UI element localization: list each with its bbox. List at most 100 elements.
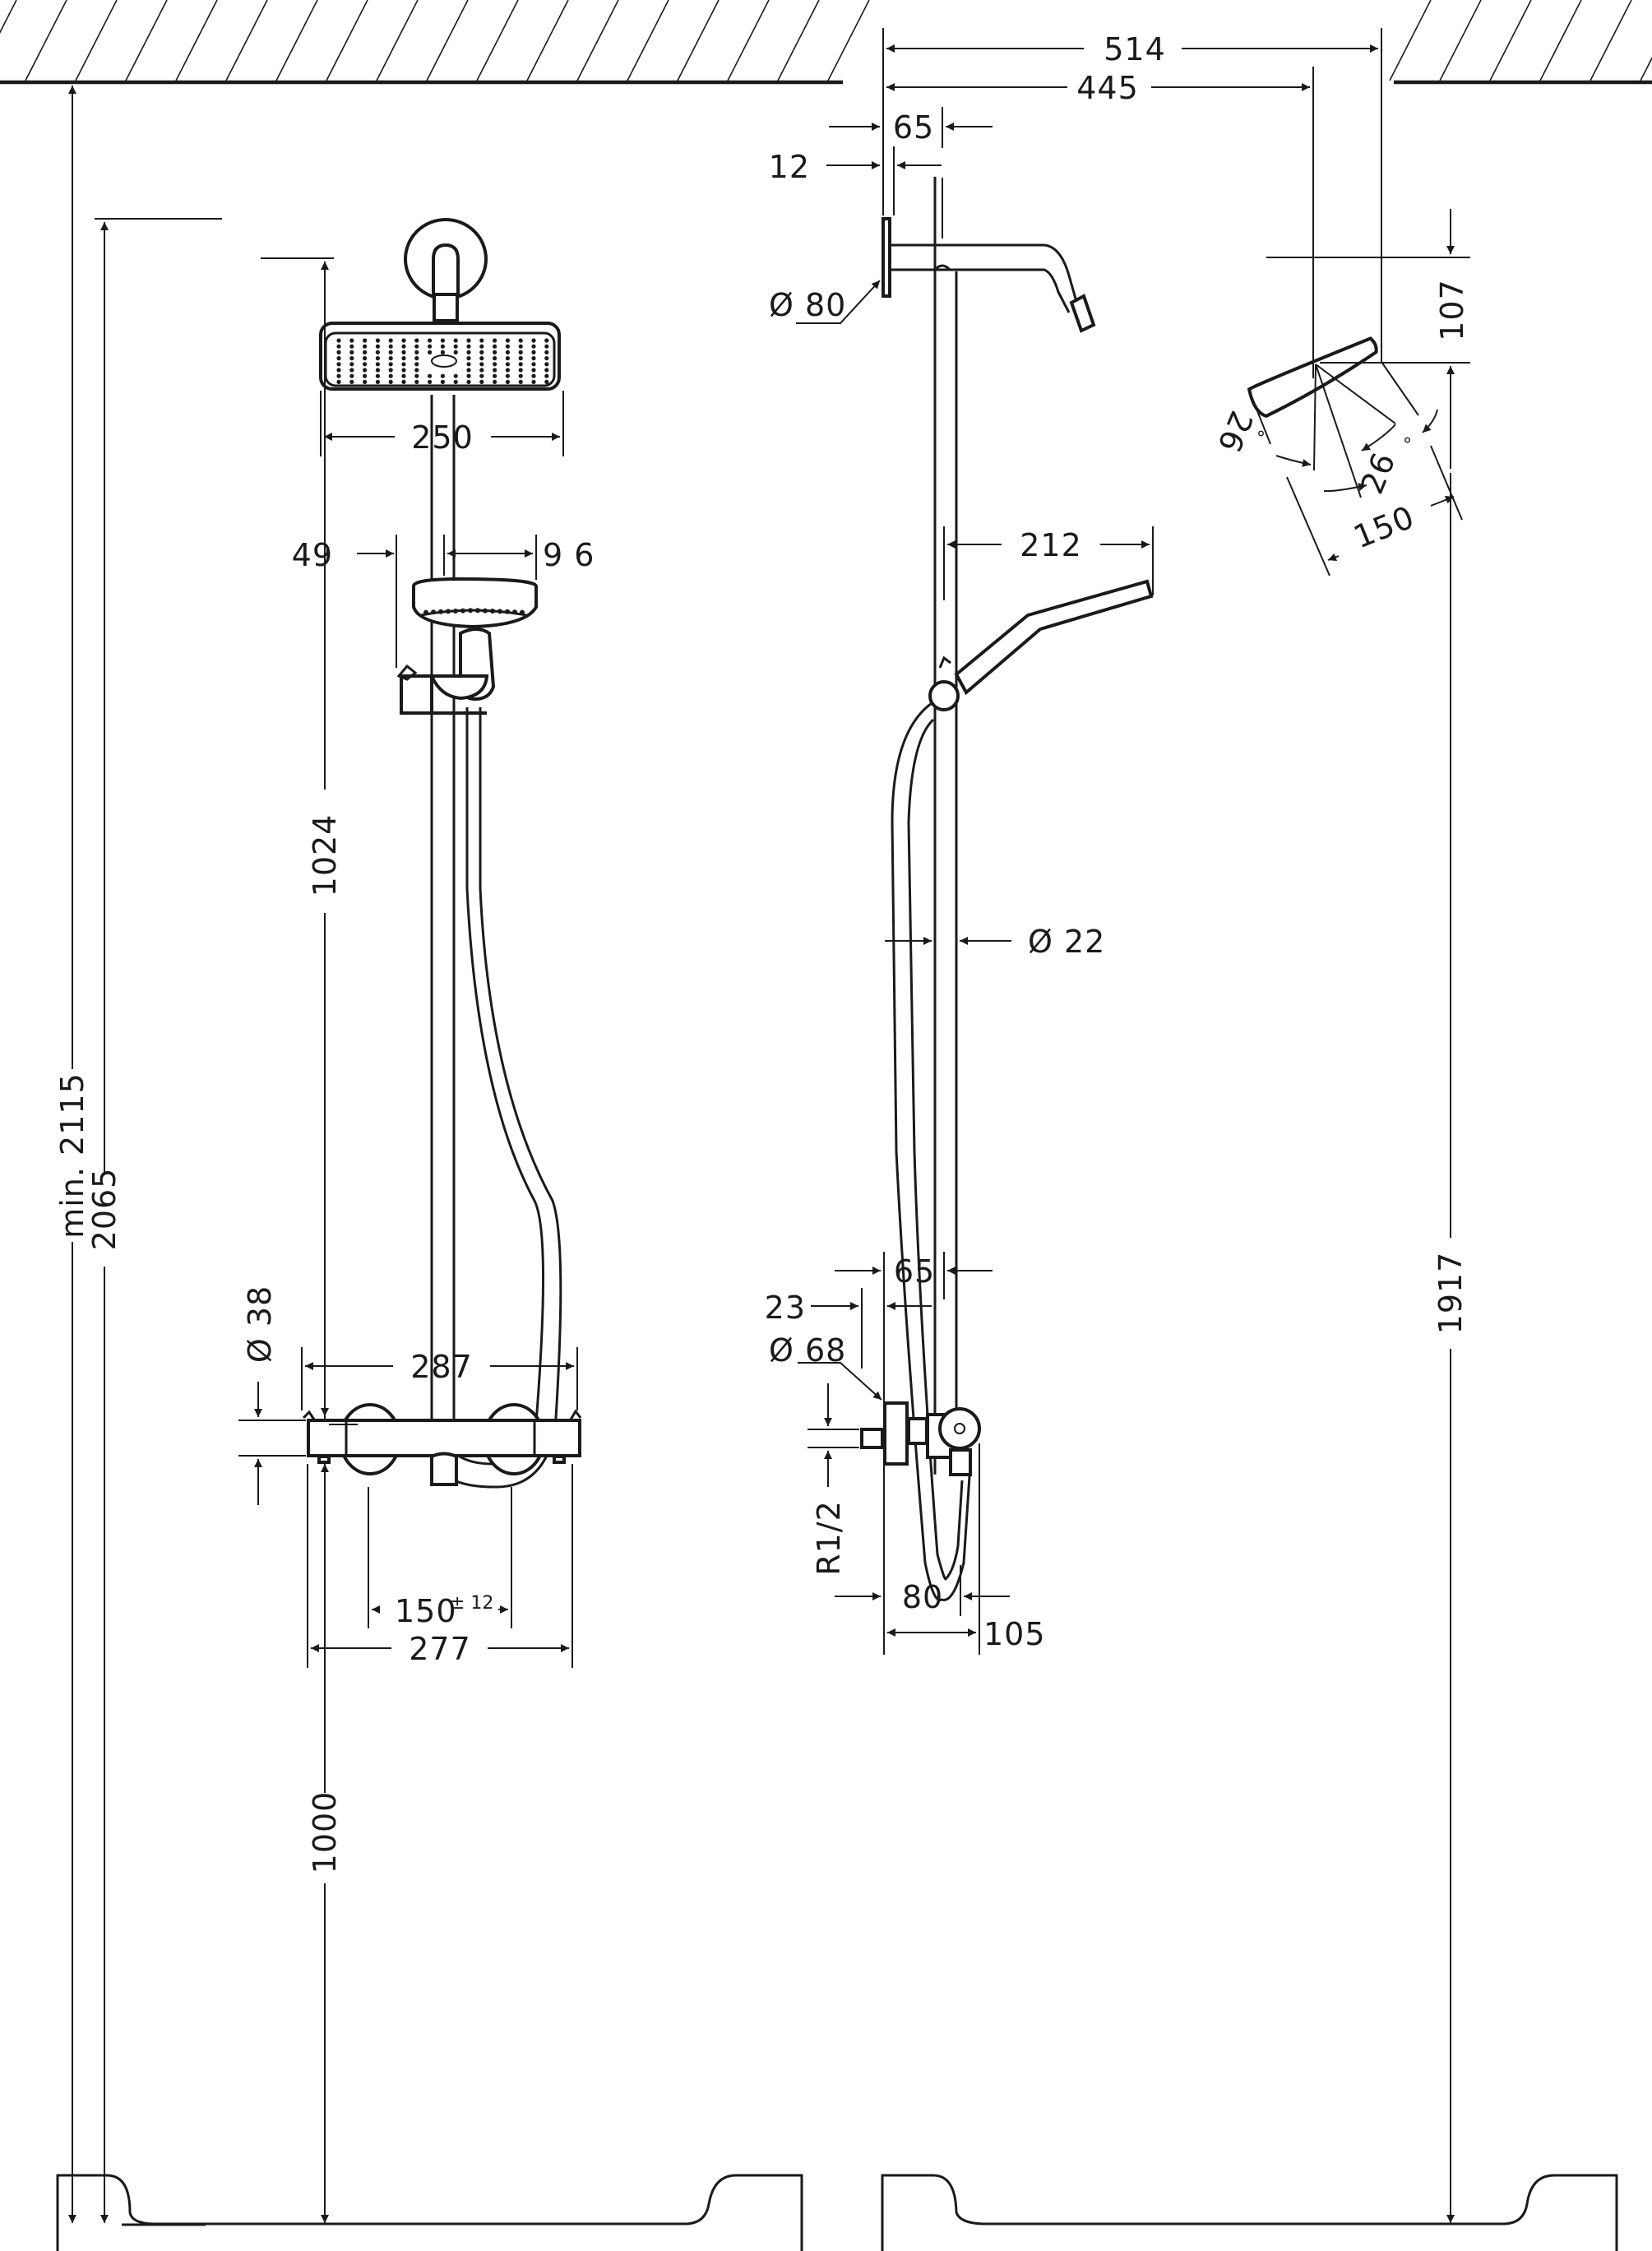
dim-rose-thickness: 12: [769, 149, 810, 185]
nozzle-dot: [401, 356, 406, 361]
hatch-line: [25, 0, 67, 81]
nozzle-dot: [518, 373, 523, 378]
dim-thermostat-tolerance: ± 12: [450, 1593, 493, 1614]
dim-thermostat-width: 277: [409, 1631, 471, 1667]
nozzle-dot: [479, 338, 484, 343]
nozzle-dot: [401, 368, 406, 373]
nozzle-dot: [375, 373, 380, 378]
hatch-line: [827, 0, 870, 81]
nozzle-dot: [388, 344, 393, 349]
nozzle-dot: [349, 344, 354, 349]
nozzle-dot: [520, 609, 525, 615]
dim-lower-height: 1000: [307, 1791, 343, 1874]
hatch-line: [727, 0, 770, 81]
nozzle-dot: [466, 338, 471, 343]
nozzle-dot: [531, 362, 536, 367]
nozzle-dot: [388, 373, 393, 378]
thermostat-body-front: [307, 1419, 581, 1457]
nozzle-dot: [349, 373, 354, 378]
nozzle-dot: [518, 379, 523, 384]
nozzle-dot: [466, 362, 471, 367]
nozzle-dot: [479, 379, 484, 384]
nozzle-dot: [466, 356, 471, 361]
nozzle-dot: [544, 373, 549, 378]
nozzle-dot: [505, 362, 511, 367]
dim-thermostat-depth: 80: [902, 1579, 943, 1615]
nozzle-dot: [363, 373, 368, 378]
nozzle-dot: [375, 344, 380, 349]
dim-degree-right: °: [1403, 435, 1412, 456]
ball-joint-side: [1069, 294, 1096, 333]
hatch-line: [326, 0, 368, 81]
nozzle-dot: [518, 344, 523, 349]
nozzle-dot: [375, 356, 380, 361]
nozzle-dot: [460, 608, 465, 614]
nozzle-dot: [349, 368, 354, 373]
dim-floor-to-head: 1917: [1432, 1252, 1469, 1335]
nozzle-dot: [401, 379, 406, 384]
dim-rail-diameter: Ø 22: [1028, 924, 1105, 960]
nozzle-dot: [440, 344, 446, 349]
nozzle-dot: [336, 350, 341, 354]
hose-front-outer: [442, 707, 545, 1480]
nozzle-dot: [388, 368, 393, 373]
nozzle-dot: [493, 338, 497, 343]
nozzle-dot: [440, 379, 446, 384]
nozzle-dot: [505, 368, 511, 373]
dim-degree-left: °: [1256, 428, 1266, 449]
nozzle-dot: [349, 362, 354, 367]
overhead-shower-center: [431, 354, 457, 368]
slider-side: [928, 680, 960, 711]
nozzle-dot: [531, 338, 536, 343]
thread-stub: [860, 1428, 884, 1449]
nozzle-dot: [428, 338, 433, 343]
nozzle-dot: [453, 379, 458, 384]
front-dimensions: min. 2115 2065 1024 1000 250 49 9 6 Ø 38: [54, 86, 594, 2223]
dim-head-diameter: 150: [1349, 498, 1420, 555]
dim-head-drop: 107: [1434, 279, 1470, 341]
hatch-line: [1590, 0, 1632, 81]
nozzle-dot: [479, 350, 484, 354]
dim-arm-outer: 514: [1104, 31, 1166, 67]
nozzle-dot: [440, 350, 446, 354]
nozzle-dot: [493, 368, 497, 373]
thermostat-rose-side: [883, 1401, 909, 1466]
nozzle-dot: [518, 350, 523, 354]
side-view: [860, 176, 1378, 1601]
shower-arm-side: [891, 243, 1079, 313]
nozzle-dot: [375, 350, 380, 354]
nozzle-dot: [336, 362, 341, 367]
nozzle-dot: [466, 373, 471, 378]
nozzle-dot: [544, 379, 549, 384]
nozzle-dot: [363, 362, 368, 367]
shower-tray-left: [56, 2174, 803, 2251]
nozzle-dot: [544, 344, 549, 349]
nozzle-dot: [401, 350, 406, 354]
nozzle-dot: [475, 608, 480, 614]
nozzle-dot: [518, 356, 523, 361]
nozzle-dot: [531, 356, 536, 361]
nozzle-dot: [414, 338, 419, 343]
ceiling-hatch-left: [0, 0, 870, 81]
nozzle-dot: [479, 356, 484, 361]
nozzle-dot: [466, 379, 471, 384]
hose-connector-side: [949, 1448, 972, 1476]
nozzle-dot: [479, 344, 484, 349]
nozzle-dot: [388, 379, 393, 384]
ceiling: [0, 0, 1652, 85]
dim-total-height: min. 2115: [54, 1072, 90, 1239]
nozzle-dot: [531, 350, 536, 354]
nozzle-dot: [428, 344, 433, 349]
hatch-line: [0, 0, 17, 34]
dim-eccentric-offset: 23: [765, 1290, 806, 1326]
dim-thermostat-depth-total: 105: [983, 1616, 1046, 1652]
nozzle-dot: [453, 338, 458, 343]
nozzle-dot: [466, 350, 471, 354]
hose-side-outer: [891, 702, 972, 1601]
nozzle-dot: [375, 379, 380, 384]
hatch-line: [225, 0, 268, 81]
nozzle-dot: [363, 338, 368, 343]
nozzle-dot: [479, 362, 484, 367]
hatch-line: [627, 0, 669, 81]
